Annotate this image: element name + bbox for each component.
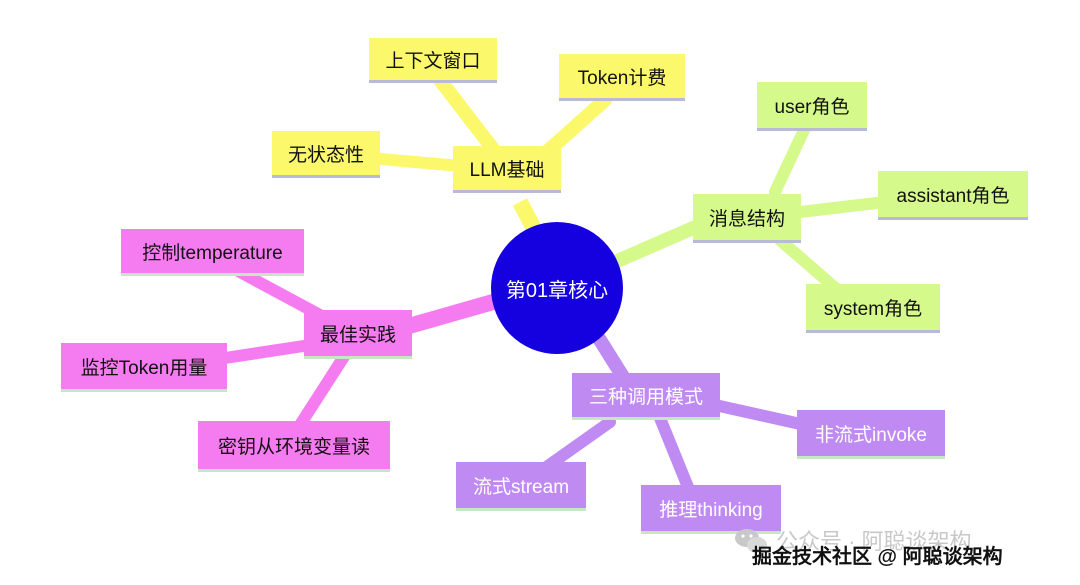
leaf-node-user-role[interactable]: user角色 (757, 82, 867, 128)
link-best-temp (234, 266, 326, 321)
link-msg-assistant (794, 196, 891, 218)
leaf-node-stream[interactable]: 流式stream (456, 462, 586, 508)
leaf-node-temperature[interactable]: 控制temperature (121, 229, 304, 273)
leaf-node-assistant-role[interactable]: assistant角色 (878, 171, 1028, 217)
branch-node-call-modes[interactable]: 三种调用模式 (572, 373, 720, 417)
link-llm-stateless (364, 152, 466, 172)
branch-node-best-practices[interactable]: 最佳实践 (304, 310, 412, 356)
leaf-node-token-billing[interactable]: Token计费 (559, 54, 685, 98)
link-best (387, 292, 508, 338)
link-msg-system (774, 234, 846, 298)
leaf-node-context-window[interactable]: 上下文窗口 (369, 38, 497, 80)
leaf-node-token-usage[interactable]: 监控Token用量 (61, 343, 227, 389)
link-mode-stream (539, 416, 616, 474)
branch-node-message[interactable]: 消息结构 (693, 194, 801, 240)
link-msg (608, 218, 707, 269)
wechat-watermark: 公众号 · 阿聪谈架构 (776, 529, 972, 554)
center-node[interactable]: 第01章核心 (491, 222, 623, 354)
link-mode-thinking (654, 412, 696, 498)
link-mode-invoke (709, 399, 811, 431)
link-best-key (294, 349, 351, 431)
leaf-node-env-key[interactable]: 密钥从环境变量读 (198, 421, 390, 469)
leaf-node-stateless[interactable]: 无状态性 (272, 131, 380, 175)
link-msg-user (769, 122, 811, 198)
link-best-token (219, 339, 316, 364)
branch-node-llm[interactable]: LLM基础 (453, 146, 561, 190)
wechat-icon (735, 529, 767, 553)
site-watermark: 掘金技术社区 @ 阿聪谈架构 (752, 546, 1003, 568)
link-llm-window (433, 73, 507, 165)
leaf-node-system-role[interactable]: system角色 (806, 284, 940, 330)
leaf-node-thinking[interactable]: 推理thinking (641, 485, 781, 531)
leaf-node-invoke[interactable]: 非流式invoke (797, 410, 945, 456)
